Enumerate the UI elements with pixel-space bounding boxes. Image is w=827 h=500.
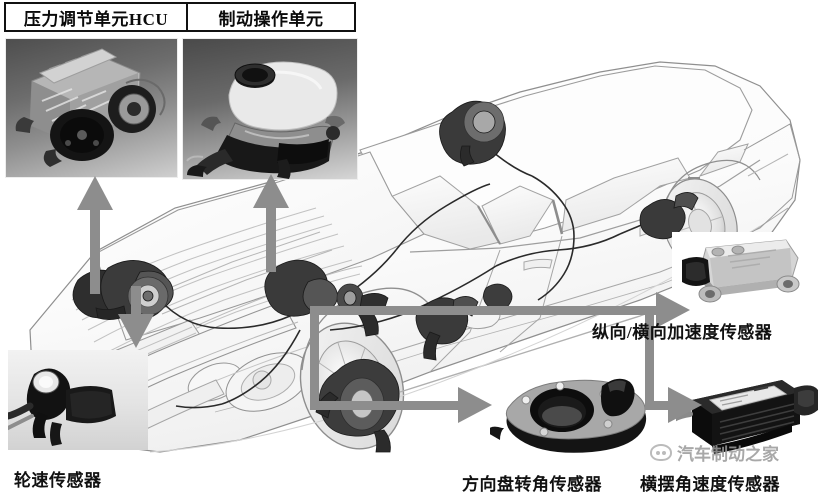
title-hcu: 压力调节单元HCU	[23, 9, 169, 29]
watermark-text: 汽车制动之家	[677, 445, 779, 464]
yaw-arrow	[645, 306, 702, 423]
hydraulic-control-unit-photo	[5, 38, 178, 178]
accel-arrow	[310, 292, 690, 328]
booster-arrow	[253, 174, 289, 272]
wheel-speed-sensor-photo	[8, 350, 148, 450]
caption-steering-angle-sensor: 方向盘转角传感器	[462, 475, 602, 494]
steer-arrow	[310, 306, 492, 423]
caption-acceleration-sensor: 纵向/横向加速度传感器	[592, 323, 773, 342]
watermark: 汽车制动之家	[650, 440, 779, 465]
header-title-box: 压力调节单元HCU 制动操作单元	[4, 2, 356, 32]
title-brake-actuation: 制动操作单元	[218, 9, 324, 29]
caption-wheel-speed-sensor: 轮速传感器	[14, 471, 102, 490]
wheel-arrow	[118, 286, 154, 348]
car-outline-icon	[650, 444, 672, 461]
hcu-arrow	[77, 176, 113, 294]
steering-angle-sensor-photo	[490, 372, 650, 464]
acceleration-sensor-photo	[672, 232, 814, 310]
title-divider	[186, 4, 188, 30]
brake-actuation-unit-photo	[182, 38, 358, 180]
caption-yaw-rate-sensor: 横摆角速度传感器	[640, 475, 780, 494]
